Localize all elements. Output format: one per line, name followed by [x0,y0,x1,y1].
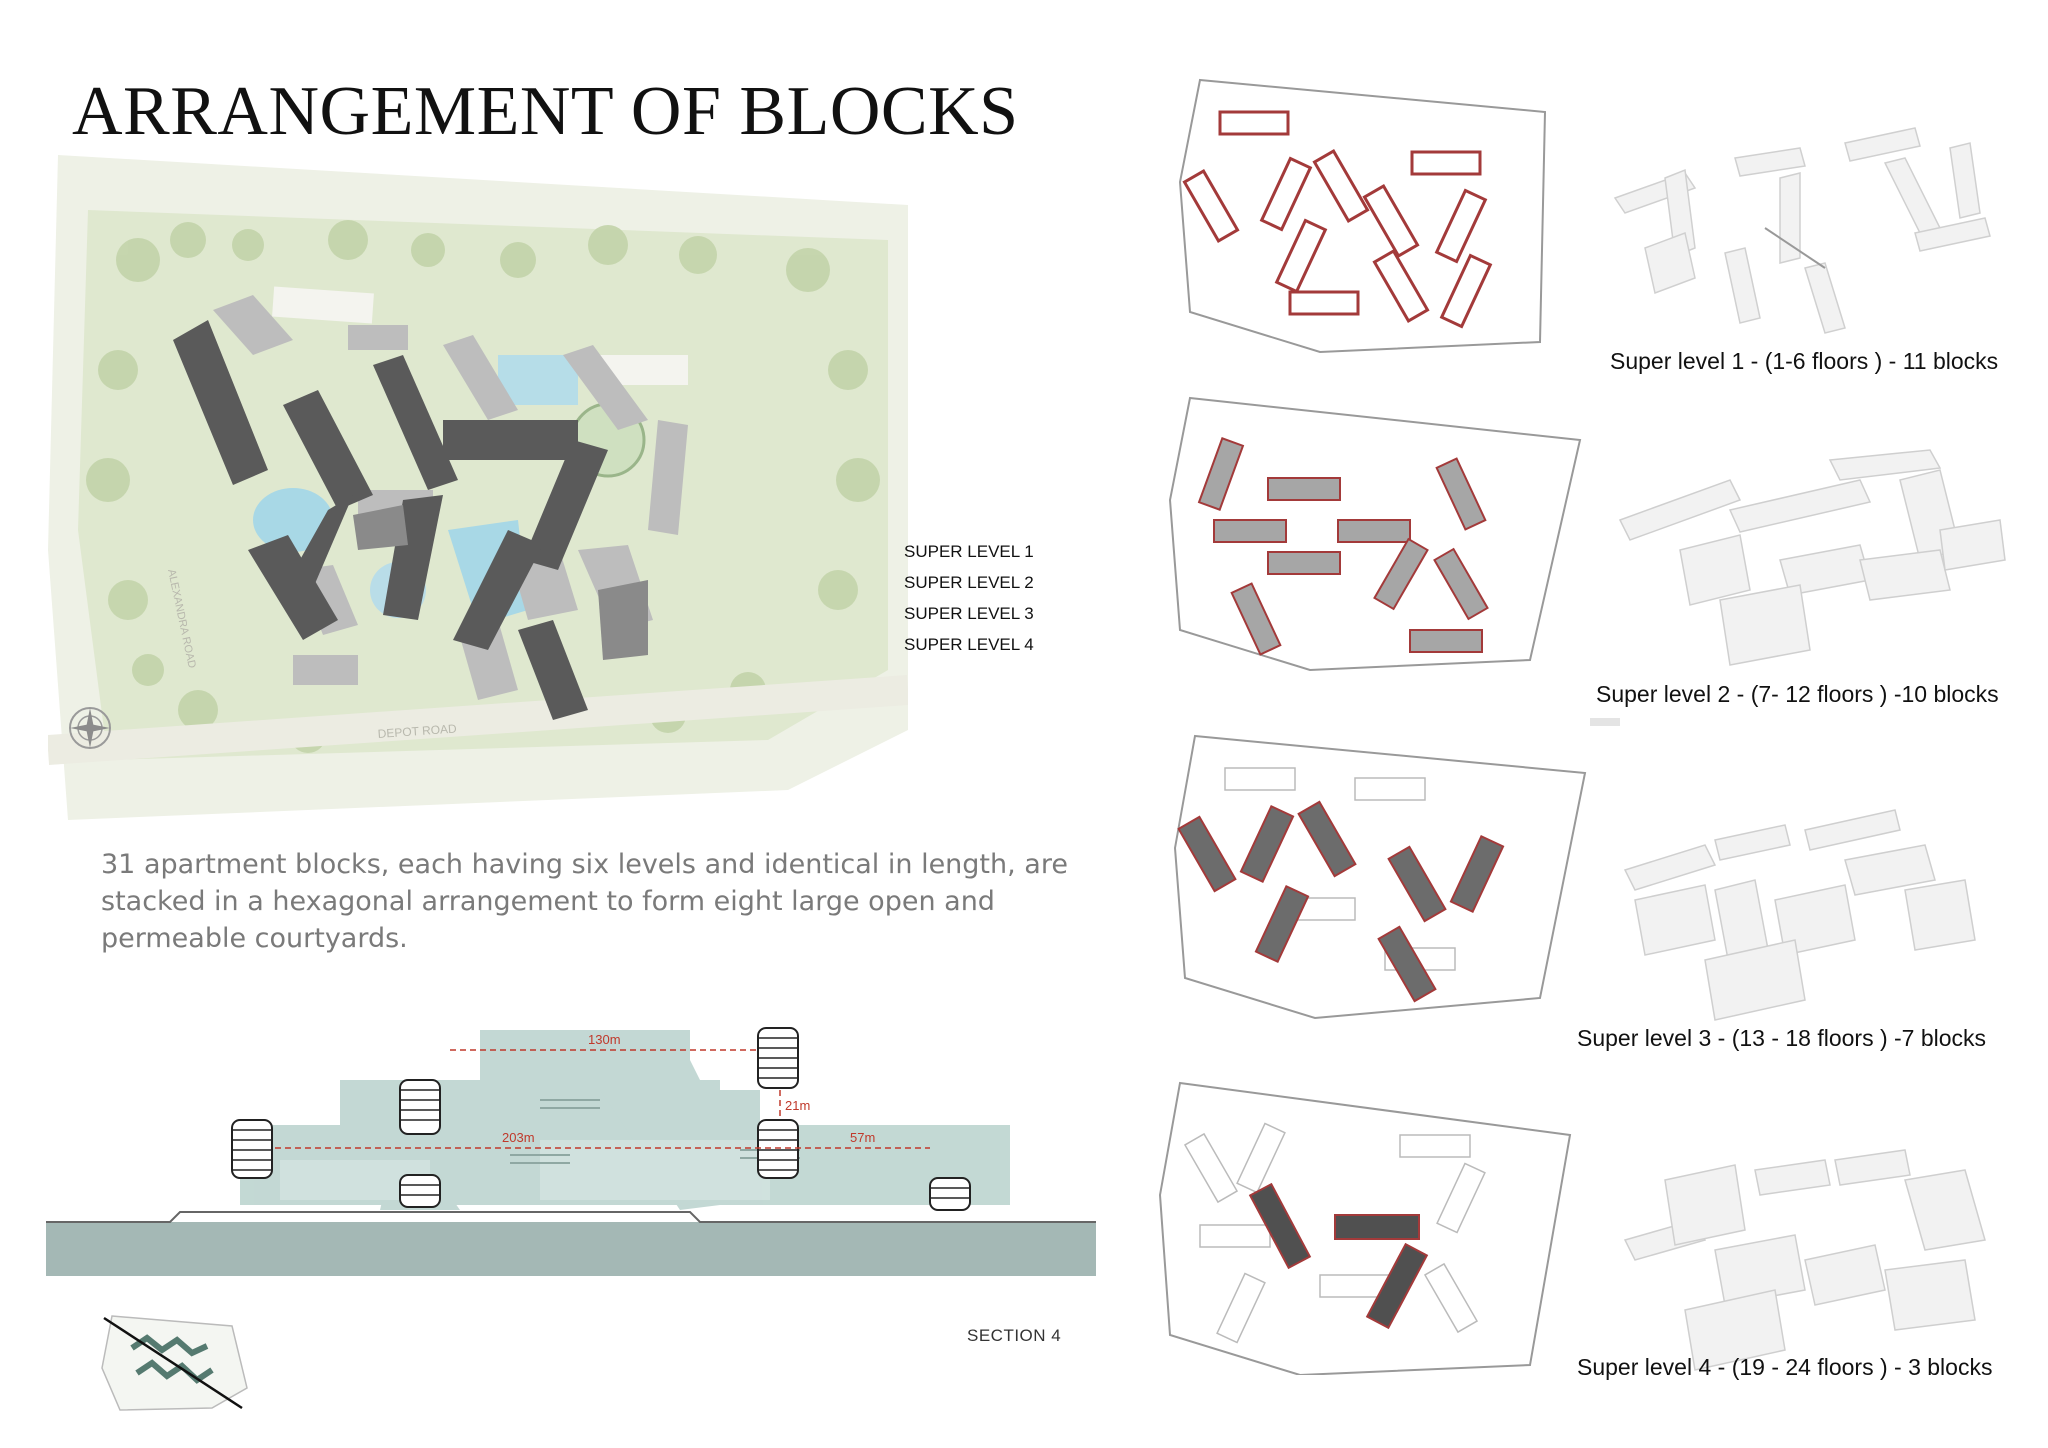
key-map [92,1308,252,1418]
dimension-21m: 21m [785,1098,810,1113]
level-2-caption: Super level 2 - (7- 12 floors ) -10 bloc… [1596,681,1999,707]
legend-item: SUPER LEVEL 3 [904,604,1034,623]
level-1-massing [1585,118,2005,358]
ground [46,1222,1096,1276]
building [272,286,374,324]
tree-canopy [86,220,880,753]
dimension-57m: 57m [850,1130,875,1145]
level-3-caption: Super level 3 - (13 - 18 floors ) -7 blo… [1577,1025,1987,1051]
level-4-plan [1140,1075,1580,1375]
level-4-massing [1605,1140,2025,1380]
site-plan: DEPOT ROAD ALEXANDRA ROAD [48,150,908,820]
section-cut-line [103,1316,243,1410]
core-floor-lines [232,1037,970,1199]
hexagon-blocks [173,295,688,720]
pool [253,488,333,552]
level-1-plan [1160,72,1600,372]
legend-item: SUPER LEVEL 1 [904,542,1034,561]
legend-item: SUPER LEVEL 4 [904,635,1034,654]
description-text: 31 apartment blocks, each having six lev… [101,849,1068,954]
legend-item: SUPER LEVEL 2 [904,573,1034,592]
pool [498,355,578,405]
level-2-plan [1150,390,1590,690]
level-3-massing [1605,790,2025,1030]
section-label: SECTION 4 [967,1326,1062,1345]
page-title: ARRANGEMENT OF BLOCKS [72,73,1019,150]
compass-icon [69,707,111,749]
dimension-130m: 130m [588,1032,621,1047]
circulation-cores [231,1027,971,1211]
section-drawing: 130m 21m 203m 57m [40,1000,1100,1320]
dimension-203m: 203m [502,1130,535,1145]
super-level-legend: SUPER LEVEL 1 SUPER LEVEL 2 SUPER LEVEL … [904,536,1034,660]
ground-line [46,1211,1096,1223]
site-green-area [78,210,888,760]
depot-road-label: DEPOT ROAD [377,721,457,741]
decorative-mark [1590,718,1620,726]
depot-road [48,675,908,765]
level-1-caption: Super level 1 - (1-6 floors ) - 11 block… [1610,348,1999,374]
dimension-lines [275,1049,930,1149]
level-3-plan [1155,728,1595,1028]
level-4-caption: Super level 4 - (19 - 24 floors ) - 3 bl… [1577,1354,1993,1380]
level-2-massing [1600,440,2020,680]
